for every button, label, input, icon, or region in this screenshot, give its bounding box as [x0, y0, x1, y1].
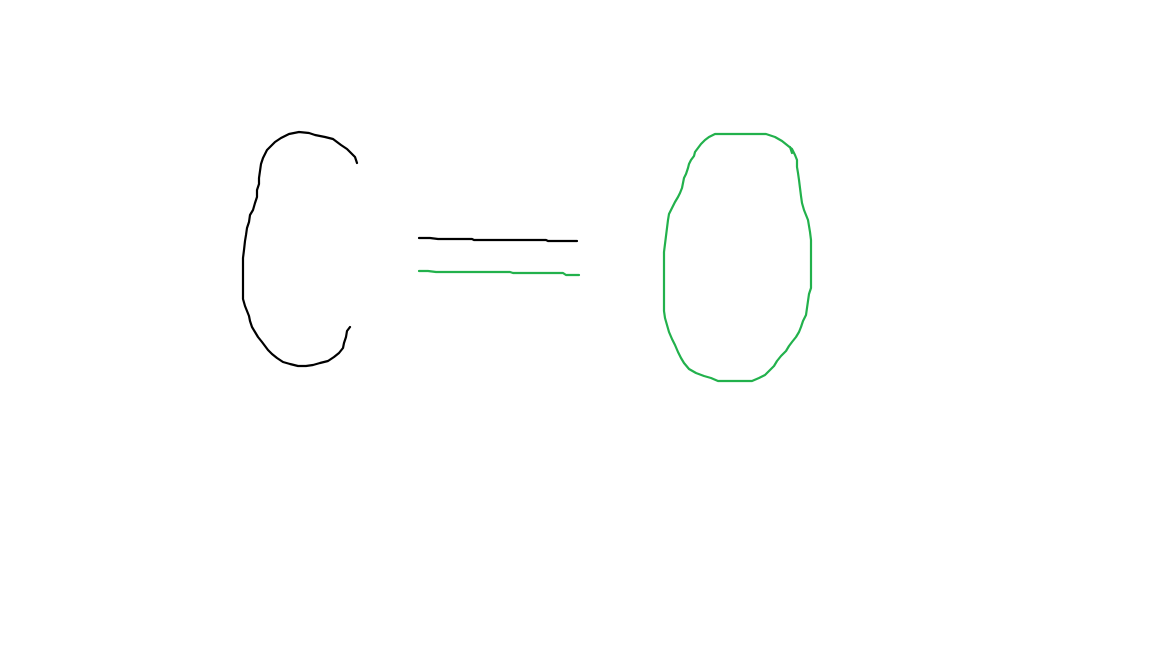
equals-bottom-stroke	[417, 269, 581, 277]
letter-c-stroke	[241, 130, 359, 368]
zero-oval-stroke	[662, 132, 813, 383]
equals-top-stroke	[417, 236, 579, 243]
